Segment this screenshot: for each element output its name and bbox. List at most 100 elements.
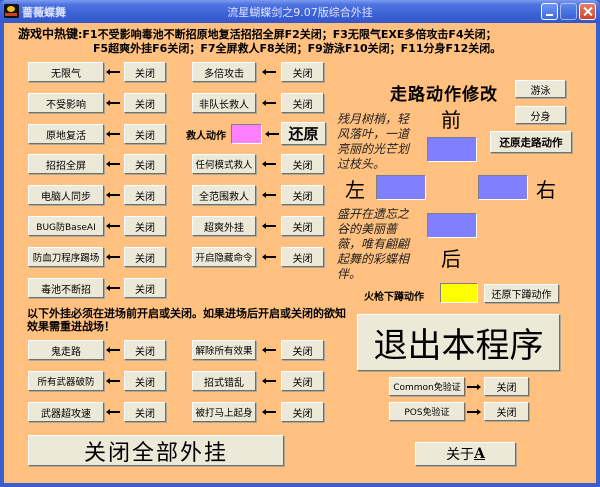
back-action-swatch[interactable]	[427, 213, 477, 238]
app-name: 蔷薇蝶舞	[22, 6, 66, 19]
close-bug-baseai-button[interactable]: 关闭	[124, 216, 166, 236]
arrow-left-icon	[262, 161, 276, 167]
toggle-ai-sync-button[interactable]: 电脑人同步	[28, 185, 104, 205]
arrow-left-icon	[262, 378, 276, 384]
close-pos-no-verify-button[interactable]: 关闭	[484, 402, 529, 421]
close-common-no-verify-button[interactable]: 关闭	[484, 377, 529, 396]
title-bar[interactable]: 蔷薇蝶舞 流星蝴蝶剑之9.07版综合外挂	[0, 0, 600, 23]
close-any-mode-rescue-button[interactable]: 关闭	[281, 154, 324, 174]
toggle-poison-pool-button[interactable]: 毒池不断招	[28, 278, 104, 298]
close-full-range-rescue-button[interactable]: 关闭	[281, 185, 324, 205]
close-armor-break-button[interactable]: 关闭	[124, 371, 166, 391]
arrow-left-icon	[106, 69, 120, 75]
toggle-any-mode-rescue-button[interactable]: 任何模式救人	[192, 154, 256, 174]
app-icon[interactable]	[4, 4, 19, 18]
toggle-attack-speed-button[interactable]: 武器超攻速	[28, 402, 104, 422]
toggle-immune-button[interactable]: 不受影响	[28, 93, 104, 113]
front-action-swatch[interactable]	[427, 137, 477, 162]
poem-text-1: 残月树梢，轻风落叶，一道亮丽的光芒划过枝头。	[337, 112, 410, 171]
close-poison-pool-button[interactable]: 关闭	[124, 278, 166, 298]
poem-text-2: 盛开在遗忘之谷的美丽蔷薇，唯有翩翩起舞的彩蝶相伴。	[337, 207, 410, 281]
close-clear-effects-button[interactable]: 关闭	[281, 340, 324, 360]
close-move-scramble-button[interactable]: 关闭	[281, 371, 324, 391]
close-ghost-walk-button[interactable]: 关闭	[124, 340, 166, 360]
crouch-action-label: 火枪下蹲动作	[364, 292, 424, 303]
window-title: 流星蝴蝶剑之9.07版综合外挂	[227, 6, 373, 19]
close-ai-sync-button[interactable]: 关闭	[124, 185, 166, 205]
hotkey-line2: F5超爽外挂F6关闭；F7全屏救人F8关闭；F9游泳F10关闭；F11分身F12…	[93, 42, 502, 55]
close-anti-kick-button[interactable]: 关闭	[124, 247, 166, 267]
toggle-unlimited-qi-button[interactable]: 无限气	[28, 62, 104, 82]
restore-rescue-action-button[interactable]: 还原	[281, 122, 326, 145]
arrow-left-icon	[106, 347, 120, 353]
close-instant-getup-button[interactable]: 关闭	[281, 402, 324, 422]
about-label: 关于	[446, 447, 475, 463]
toggle-super-hack-button[interactable]: 超爽外挂	[192, 216, 256, 236]
front-label: 前	[441, 108, 461, 132]
crouch-action-swatch[interactable]	[440, 283, 478, 303]
arrow-right-icon	[467, 409, 481, 415]
toggle-ghost-walk-button[interactable]: 鬼走路	[28, 340, 104, 360]
restore-crouch-action-button[interactable]: 还原下蹲动作	[484, 284, 559, 303]
back-label: 后	[441, 247, 461, 271]
arrow-left-icon	[106, 285, 120, 291]
toggle-non-leader-rescue-button[interactable]: 非队长救人	[192, 93, 256, 113]
pos-no-verify-button[interactable]: POS免验证	[389, 402, 465, 421]
left-label: 左	[345, 178, 365, 202]
exit-program-button[interactable]: 退出本程序	[357, 314, 560, 371]
swim-button[interactable]: 游泳	[515, 80, 566, 98]
close-attack-speed-button[interactable]: 关闭	[124, 402, 166, 422]
hotkey-line1: :F1不受影响毒池不断招原地复活招招全屏F2关闭；F3无限气EXE多倍攻击F4关…	[78, 28, 497, 41]
arrow-left-icon	[106, 409, 120, 415]
hotkey-info: 游戏中热键:F1不受影响毒池不断招原地复活招招全屏F2关闭；F3无限气EXE多倍…	[18, 27, 588, 56]
left-action-swatch[interactable]	[376, 175, 426, 200]
close-non-leader-rescue-button[interactable]: 关闭	[281, 93, 324, 113]
toggle-armor-break-button[interactable]: 所有武器破防	[28, 371, 104, 391]
toggle-bug-baseai-button[interactable]: BUG防BaseAI	[28, 216, 104, 236]
about-accelerator: A	[474, 446, 485, 462]
arrow-left-icon	[262, 347, 276, 353]
toggle-instant-getup-button[interactable]: 被打马上起身	[192, 402, 256, 422]
close-window-button[interactable]	[579, 3, 596, 20]
walk-edit-title: 走路动作修改	[390, 85, 498, 105]
close-multi-attack-button[interactable]: 关闭	[281, 62, 324, 82]
toggle-move-scramble-button[interactable]: 招式错乱	[192, 371, 256, 391]
toggle-revive-button[interactable]: 原地复活	[28, 124, 104, 144]
clone-button[interactable]: 分身	[515, 106, 566, 124]
close-super-hack-button[interactable]: 关闭	[281, 216, 324, 236]
close-unlimited-qi-button[interactable]: 关闭	[124, 62, 166, 82]
arrow-left-icon	[106, 192, 120, 198]
close-revive-button[interactable]: 关闭	[124, 124, 166, 144]
arrow-left-icon	[262, 409, 276, 415]
arrow-left-icon	[262, 100, 276, 106]
arrow-left-icon	[265, 131, 279, 137]
toggle-fullscreen-attack-button[interactable]: 招招全屏	[28, 154, 104, 174]
toggle-multi-attack-button[interactable]: 多倍攻击	[192, 62, 256, 82]
toggle-anti-kick-button[interactable]: 防血刀程序踢场	[28, 247, 104, 267]
close-fullscreen-attack-button[interactable]: 关闭	[124, 154, 166, 174]
arrow-left-icon	[106, 254, 120, 260]
arrow-left-icon	[106, 378, 120, 384]
arrow-left-icon	[262, 254, 276, 260]
minimize-button[interactable]	[541, 3, 558, 20]
close-hidden-commands-button[interactable]: 关闭	[281, 247, 324, 267]
arrow-left-icon	[106, 161, 120, 167]
rescue-action-color-swatch[interactable]	[231, 124, 262, 144]
arrow-right-icon	[467, 384, 481, 390]
pre-battle-note: 以下外挂必须在进场前开启或关闭。如果进场后开启或关闭的欲知效果需重进战场！	[27, 307, 346, 333]
toggle-full-range-rescue-button[interactable]: 全范围救人	[192, 185, 256, 205]
right-label: 右	[536, 178, 556, 202]
right-action-swatch[interactable]	[478, 175, 528, 200]
maximize-button[interactable]	[560, 3, 577, 20]
restore-walk-action-button[interactable]: 还原走路动作	[490, 131, 572, 153]
hotkey-label: 游戏中热键	[18, 27, 79, 41]
arrow-left-icon	[106, 100, 120, 106]
close-all-hacks-button[interactable]: 关闭全部外挂	[28, 435, 284, 466]
common-no-verify-button[interactable]: Common免验证	[389, 377, 465, 396]
toggle-hidden-commands-button[interactable]: 开启隐藏命令	[192, 247, 256, 267]
toggle-clear-effects-button[interactable]: 解除所有效果	[192, 340, 256, 360]
close-immune-button[interactable]: 关闭	[124, 93, 166, 113]
arrow-left-icon	[106, 223, 120, 229]
